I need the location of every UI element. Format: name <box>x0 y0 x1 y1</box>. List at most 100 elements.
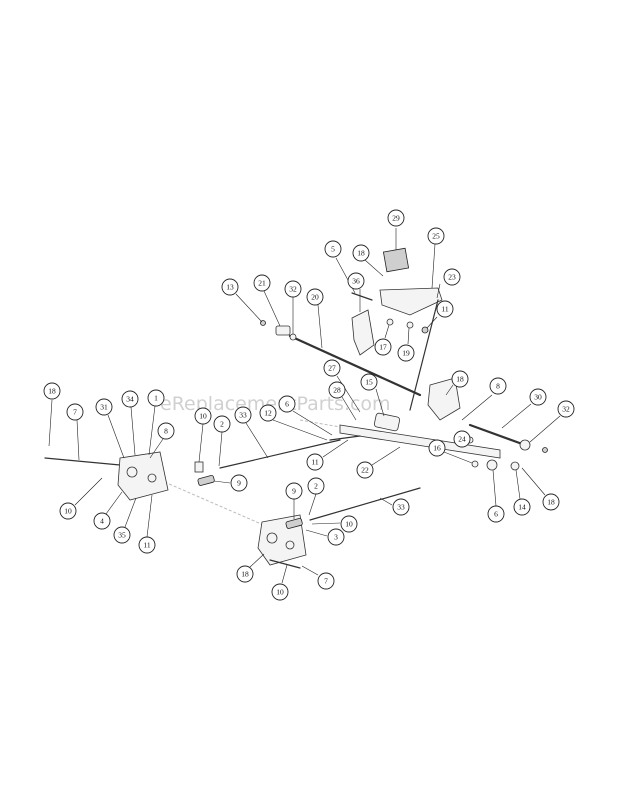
callout-33-top: 33 <box>234 406 269 459</box>
svg-text:24: 24 <box>458 435 466 444</box>
callout-7-bottom: 7 <box>301 565 335 590</box>
svg-text:4: 4 <box>100 517 104 526</box>
svg-text:34: 34 <box>126 395 134 404</box>
svg-text:31: 31 <box>100 403 108 412</box>
watermark-text: eReplacementParts.com <box>160 393 391 415</box>
rod-12 <box>329 435 361 441</box>
svg-text:20: 20 <box>311 293 319 302</box>
rod-7a <box>44 457 121 466</box>
callout-33-bottom: 33 <box>379 497 410 516</box>
nut-11a <box>421 326 429 334</box>
callout-25: 25 <box>427 227 445 289</box>
callout-9-bottom: 9 <box>285 482 303 519</box>
svg-text:10: 10 <box>64 507 72 516</box>
svg-text:29: 29 <box>392 214 400 223</box>
callout-21: 21 <box>253 274 281 327</box>
callout-28: 28 <box>328 381 357 421</box>
svg-text:7: 7 <box>73 408 77 417</box>
callout-11-top: 11 <box>426 300 454 329</box>
callout-13: 13 <box>221 278 263 323</box>
svg-text:23: 23 <box>448 273 456 282</box>
svg-text:8: 8 <box>164 427 168 436</box>
pad-29 <box>382 247 410 273</box>
svg-text:9: 9 <box>237 479 241 488</box>
callout-29: 29 <box>387 209 405 250</box>
svg-text:16: 16 <box>433 444 441 453</box>
svg-text:25: 25 <box>432 232 440 241</box>
rod-33a <box>219 439 341 469</box>
svg-text:11: 11 <box>441 305 448 314</box>
svg-text:32: 32 <box>289 285 297 294</box>
bushing-14 <box>510 461 520 471</box>
callout-19: 19 <box>397 327 415 362</box>
svg-text:1: 1 <box>154 394 158 403</box>
svg-text:30: 30 <box>534 393 542 402</box>
callout-12: 12 <box>259 404 328 441</box>
svg-text:18: 18 <box>48 387 56 396</box>
svg-text:27: 27 <box>328 364 336 373</box>
callout-layer: 29 25 5 18 23 13 21 32 36 20 11 17 19 27… <box>43 209 575 601</box>
callout-35: 35 <box>113 497 137 544</box>
nut-32b <box>542 447 548 453</box>
spacer-17 <box>386 318 394 326</box>
svg-text:6: 6 <box>285 400 289 409</box>
svg-text:10: 10 <box>345 520 353 529</box>
callout-9-left: 9 <box>213 474 248 492</box>
rod-33b <box>309 487 421 521</box>
callout-15: 15 <box>360 373 385 417</box>
svg-text:19: 19 <box>402 349 410 358</box>
svg-text:2: 2 <box>314 482 318 491</box>
callout-3: 3 <box>305 528 345 546</box>
callout-31: 31 <box>95 398 125 459</box>
callout-10-bottom-2: 10 <box>271 564 289 601</box>
svg-text:11: 11 <box>311 458 318 467</box>
callout-2-left: 2 <box>213 415 231 467</box>
callout-20: 20 <box>306 288 324 349</box>
svg-text:10: 10 <box>199 412 207 421</box>
callout-30: 30 <box>501 388 547 429</box>
svg-text:7: 7 <box>324 577 328 586</box>
callout-10-left: 10 <box>59 477 103 520</box>
svg-text:10: 10 <box>276 588 284 597</box>
block-15 <box>373 412 401 432</box>
svg-text:11: 11 <box>143 541 150 550</box>
clip-10a <box>194 461 204 473</box>
housing-left-hole-2 <box>147 473 157 483</box>
callout-2-bottom: 2 <box>307 477 325 516</box>
callout-8-left: 8 <box>149 422 175 459</box>
callout-34: 34 <box>121 390 139 456</box>
callout-23: 23 <box>436 268 461 299</box>
callout-8-right: 8 <box>461 377 507 421</box>
link-9b <box>285 518 303 529</box>
bushing-32b <box>519 439 531 451</box>
callout-18-right-top: 18 <box>445 370 469 396</box>
svg-text:35: 35 <box>118 531 126 540</box>
callout-18-right: 18 <box>521 467 560 511</box>
callout-11-left: 11 <box>138 494 156 554</box>
callout-36: 36 <box>347 272 365 312</box>
washer-19 <box>406 321 414 329</box>
bar-22 <box>339 424 501 459</box>
svg-text:33: 33 <box>397 503 405 512</box>
svg-text:18: 18 <box>241 570 249 579</box>
link-9a <box>197 475 215 486</box>
rod-7b <box>269 559 301 569</box>
callout-17: 17 <box>374 324 392 356</box>
svg-text:14: 14 <box>518 503 526 512</box>
svg-text:33: 33 <box>239 411 247 420</box>
callout-16: 16 <box>428 439 473 464</box>
svg-text:32: 32 <box>562 405 570 414</box>
svg-text:6: 6 <box>494 510 498 519</box>
svg-text:36: 36 <box>352 277 360 286</box>
bushing-16 <box>471 460 479 468</box>
svg-text:18: 18 <box>456 375 464 384</box>
svg-text:9: 9 <box>292 487 296 496</box>
callout-4: 4 <box>93 491 123 530</box>
svg-text:12: 12 <box>264 409 272 418</box>
link-23 <box>409 299 439 411</box>
bar-30 <box>468 423 527 447</box>
svg-text:21: 21 <box>258 279 266 288</box>
callout-14: 14 <box>513 469 531 516</box>
callout-6-top: 6 <box>278 395 333 436</box>
